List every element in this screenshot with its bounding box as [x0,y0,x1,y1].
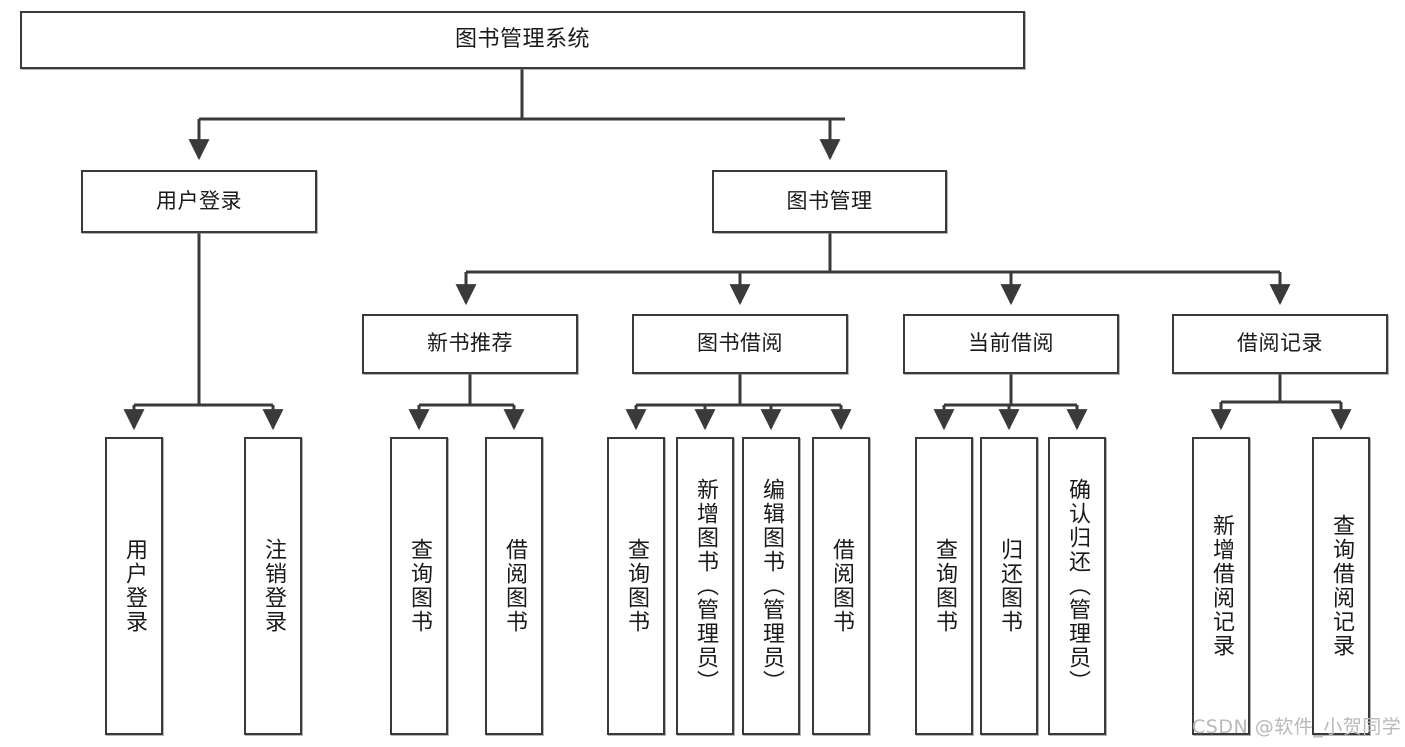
node-leaf-query-book-borrow[interactable]: 查询图书 [607,437,665,735]
node-leaf-add-book[interactable]: 新增图书（管理员） [676,437,734,735]
node-leaf-borrow-book[interactable]: 借阅图书 [812,437,870,735]
node-root[interactable]: 图书管理系统 [20,11,1025,69]
node-new-book-rec[interactable]: 新书推荐 [362,314,578,374]
node-leaf-user-login[interactable]: 用户登录 [105,437,163,735]
node-leaf-return-book[interactable]: 归还图书 [980,437,1038,735]
node-leaf-query-book-cur[interactable]: 查询图书 [915,437,973,735]
node-user-login[interactable]: 用户登录 [81,170,317,233]
node-leaf-query-record[interactable]: 查询借阅记录 [1312,437,1370,735]
node-leaf-user-logout[interactable]: 注销登录 [244,437,302,735]
node-leaf-query-book-rec[interactable]: 查询图书 [390,437,448,735]
node-leaf-borrow-book-rec[interactable]: 借阅图书 [485,437,543,735]
node-book-manage[interactable]: 图书管理 [712,170,947,233]
watermark-text: CSDN @软件_小贺同学 [1192,716,1402,738]
node-borrow-record[interactable]: 借阅记录 [1172,314,1388,374]
node-leaf-add-record[interactable]: 新增借阅记录 [1192,437,1250,735]
node-leaf-confirm-return[interactable]: 确认归还（管理员） [1048,437,1106,735]
node-current-borrow[interactable]: 当前借阅 [903,314,1119,374]
node-leaf-edit-book[interactable]: 编辑图书（管理员） [742,437,800,735]
node-book-borrow[interactable]: 图书借阅 [632,314,848,374]
